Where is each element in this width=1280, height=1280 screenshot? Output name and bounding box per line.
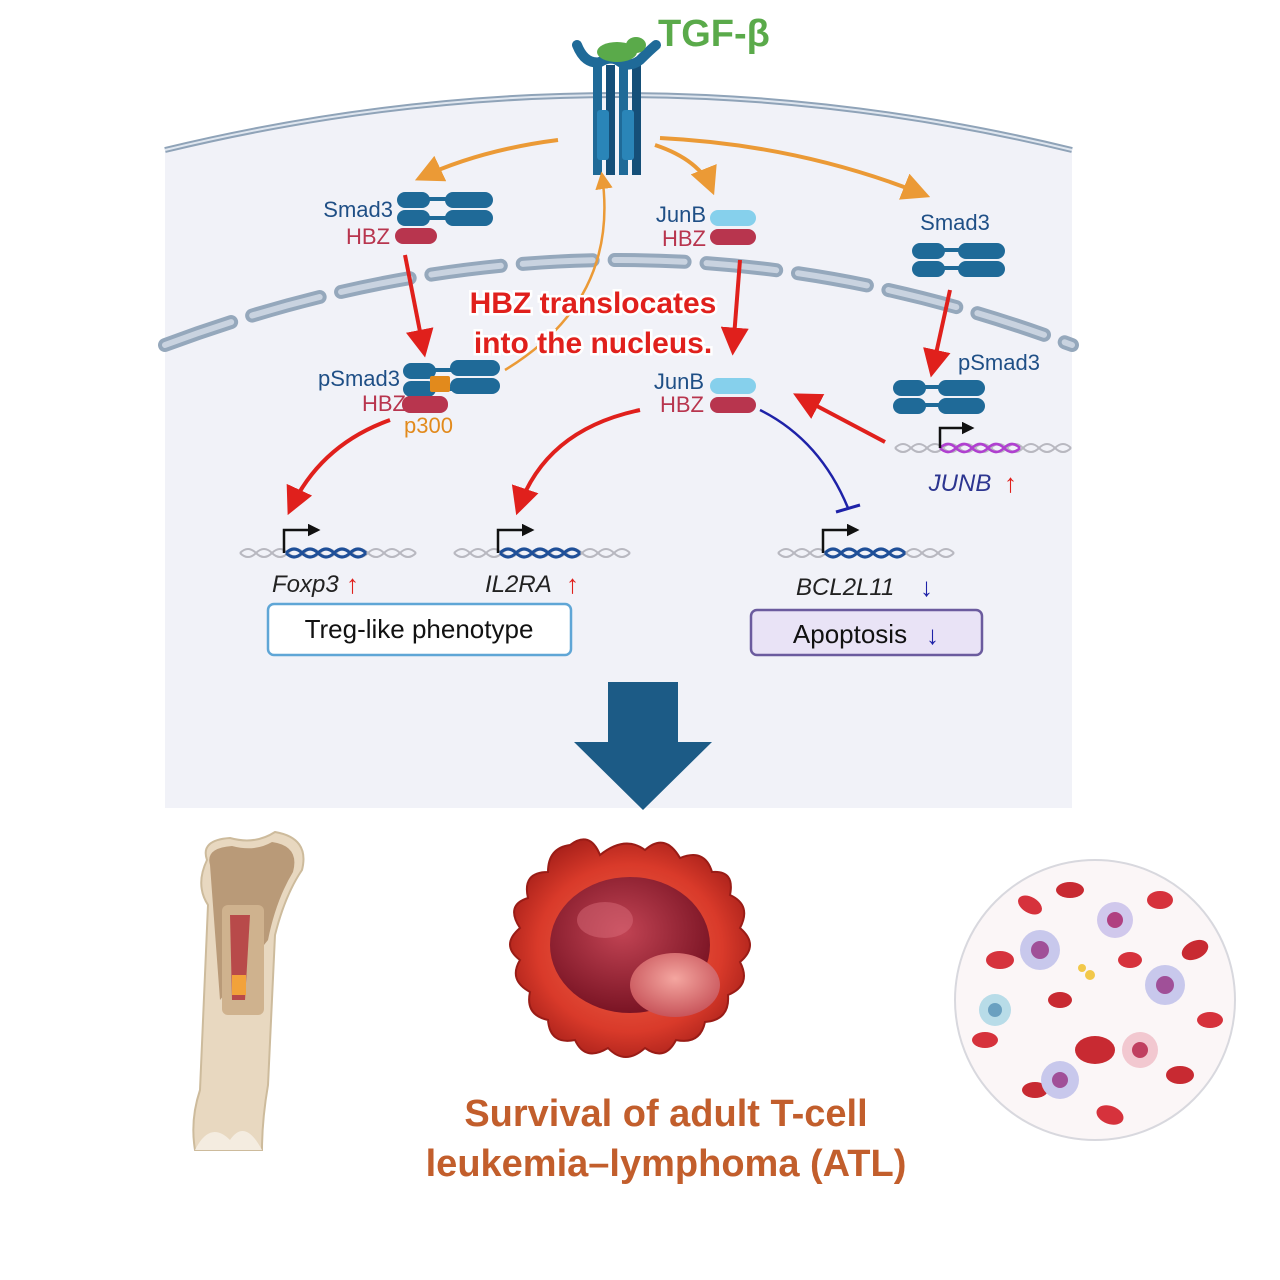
left-hbz-label: HBZ [346, 224, 390, 249]
nuclear-junb-hbz-complex [710, 378, 756, 413]
nuclear-middle-hbz-label: HBZ [660, 392, 704, 417]
nuclear-psmad3-label: pSmad3 [318, 366, 400, 391]
nuclear-right-psmad3-complex [893, 380, 985, 414]
apoptosis-down-arrow: ↓ [926, 620, 939, 650]
foxp3-up-arrow: ↑ [346, 569, 359, 599]
foxp3-gene-dna [239, 523, 417, 559]
translocation-note-line1: HBZ translocates [470, 287, 717, 320]
atl-cell-icon [509, 838, 751, 1058]
il2ra-up-arrow: ↑ [566, 569, 579, 599]
nuclear-junb-label: JunB [654, 369, 704, 394]
outcome-title-line2: leukemia–lymphoma (ATL) [426, 1143, 907, 1185]
outcome-title-line1: Survival of adult T-cell [464, 1093, 867, 1135]
left-smad3-hbz-complex [395, 192, 493, 244]
middle-hbz-label: HBZ [662, 226, 706, 251]
junb-gene-dna [894, 421, 1072, 454]
outcome-arrow [574, 682, 712, 810]
nuclear-right-psmad3-label: pSmad3 [958, 350, 1040, 375]
junb-up-arrow: ↑ [1004, 468, 1017, 498]
translocation-arrows [403, 254, 952, 378]
treg-phenotype-label: Treg-like phenotype [305, 614, 534, 644]
nuclear-hbz-label: HBZ [362, 391, 406, 416]
p300-icon [430, 376, 450, 392]
tgf-beta-receptor [572, 37, 661, 175]
treg-phenotype-box [266, 602, 573, 657]
il2ra-gene-label: IL2RA [485, 571, 552, 598]
bcl2l11-down-arrow: ↓ [920, 572, 933, 602]
il2ra-gene-dna [453, 523, 631, 559]
pathway-arrows [414, 136, 931, 372]
middle-junb-hbz-complex [710, 210, 756, 245]
apoptosis-label: Apoptosis [793, 619, 907, 649]
gene-regulation-arrows [286, 408, 861, 516]
bone-marrow-icon [192, 830, 305, 1151]
foxp3-gene-label: Foxp3 [272, 571, 339, 598]
right-smad3-label: Smad3 [920, 210, 990, 235]
left-smad3-label: Smad3 [323, 197, 393, 222]
junb-gene-label: JUNB [928, 470, 992, 497]
p300-label: p300 [404, 413, 453, 438]
right-smad3-complex [912, 243, 1005, 277]
apoptosis-box [749, 608, 984, 657]
nuclear-psmad3-hbz-p300-complex [402, 360, 500, 413]
junb-feedback-arrow [793, 393, 886, 444]
blood-smear-icon [954, 859, 1236, 1141]
middle-junb-label: JunB [656, 202, 706, 227]
ligand-label: TGF-β [658, 13, 770, 55]
bcl2l11-gene-label: BCL2L11 [796, 574, 894, 601]
bcl2l11-gene-dna [777, 523, 955, 559]
translocation-note-line2: into the nucleus. [474, 327, 712, 360]
nuclear-envelope [158, 253, 1079, 352]
